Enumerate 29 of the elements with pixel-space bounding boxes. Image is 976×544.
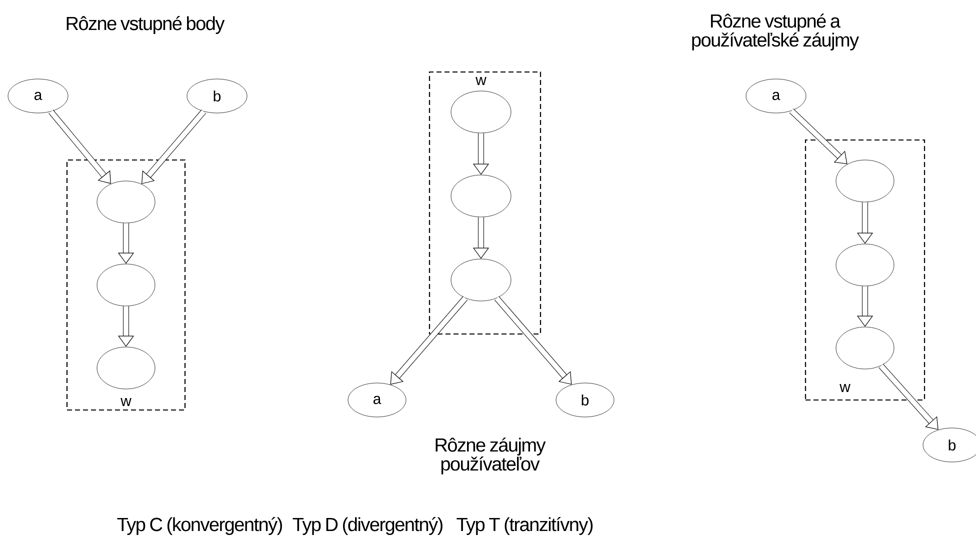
empty-ellipse — [450, 174, 512, 218]
caption: Typ C (konvergentný) — [117, 517, 282, 535]
dashed-group-box: w — [66, 159, 186, 411]
empty-ellipse — [450, 90, 512, 134]
block-arrow — [390, 296, 468, 385]
ellipse-node: b — [556, 382, 614, 418]
block-arrow — [878, 364, 938, 430]
empty-ellipse — [450, 258, 512, 302]
block-arrow — [141, 110, 206, 184]
dashed-group-box: w — [804, 139, 926, 401]
heading: Rôzne záujmy používateľov — [436, 438, 546, 474]
ellipse-node: b — [186, 78, 248, 114]
block-arrow — [789, 108, 848, 164]
ellipse-node: a — [746, 78, 806, 114]
heading: Rôzne vstupné a používateľské záujmy — [692, 14, 859, 50]
empty-ellipse — [836, 244, 894, 286]
caption: Typ T (tranzitívny) — [456, 517, 593, 535]
caption: Typ D (divergentný) — [292, 517, 442, 535]
ellipse-node: a — [348, 382, 406, 418]
empty-ellipse — [96, 264, 156, 306]
block-arrow — [494, 296, 572, 385]
empty-ellipse — [96, 346, 156, 390]
block-arrow — [48, 110, 111, 184]
heading: Rôzne vstupné body — [66, 16, 225, 34]
empty-ellipse — [96, 180, 156, 224]
empty-ellipse — [836, 326, 894, 370]
ellipse-node: a — [8, 78, 68, 114]
empty-ellipse — [836, 160, 894, 202]
dashed-group-box: w — [428, 71, 542, 335]
